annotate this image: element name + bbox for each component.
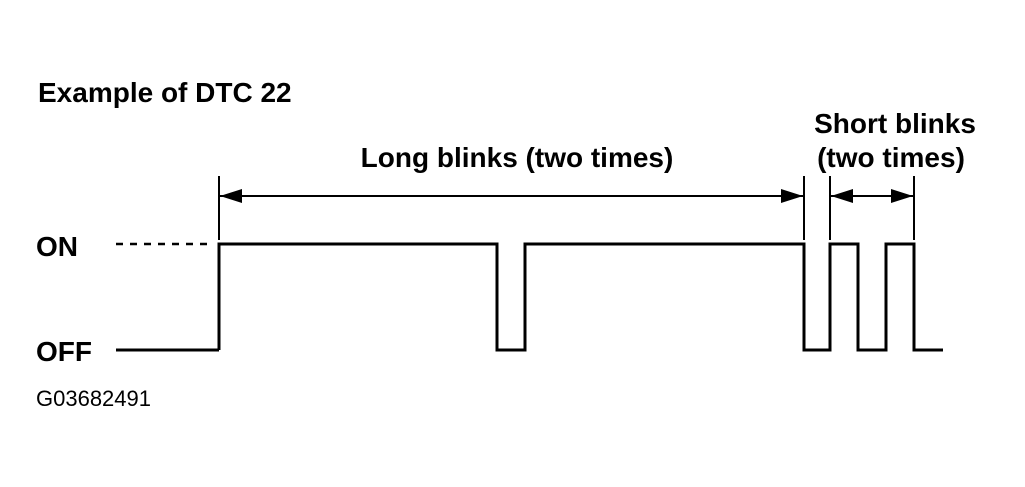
blink-waveform — [217, 242, 943, 352]
short-blinks-label-line1: Short blinks — [814, 108, 976, 139]
figure-code: G03682491 — [36, 386, 151, 411]
on-level-label: ON — [36, 231, 78, 262]
diagram-title: Example of DTC 22 — [38, 77, 292, 108]
long-blinks-label: Long blinks (two times) — [361, 142, 674, 173]
short-blinks-label-line2: (two times) — [817, 142, 965, 173]
off-level-label: OFF — [36, 336, 92, 367]
